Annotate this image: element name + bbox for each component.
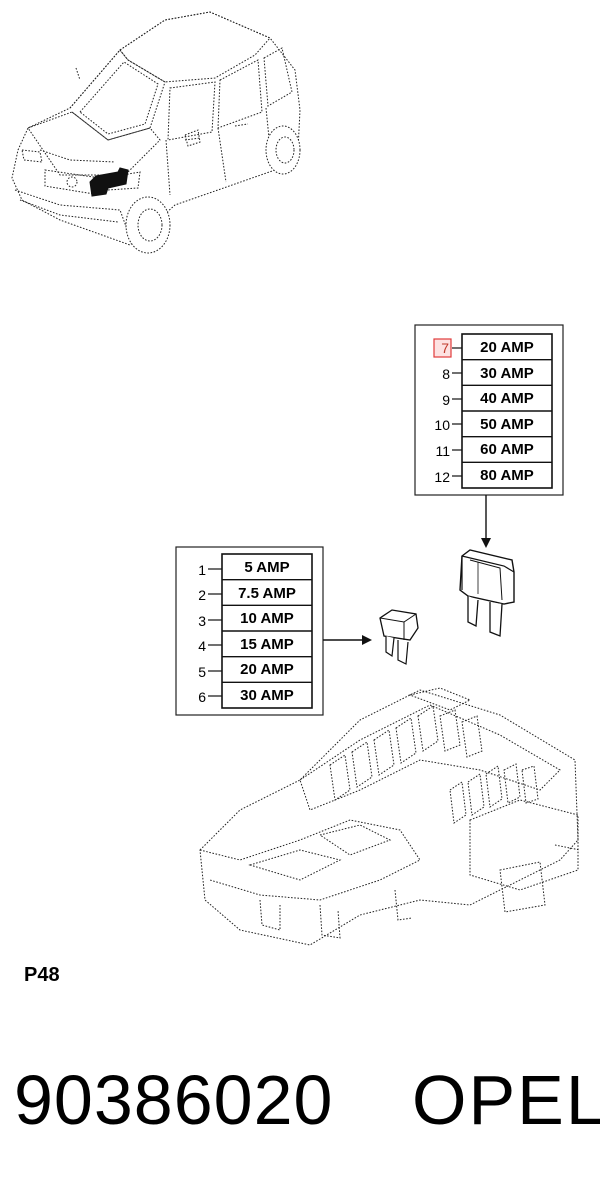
item-number: 1 (198, 562, 206, 578)
item-number: 11 (435, 443, 450, 459)
upper-fuse-table: 7 8 9 10 11 12 20 AMP 30 AMP 40 AMP 50 A… (414, 324, 564, 496)
item-number: 8 (442, 366, 450, 382)
item-number: 10 (434, 417, 450, 433)
fuse-box-location-marker (89, 167, 129, 197)
fuse-rating: 7.5 AMP (238, 585, 296, 602)
item-number: 3 (198, 613, 206, 629)
fuse-rating: 50 AMP (480, 416, 534, 433)
item-number: 7 (441, 340, 449, 356)
fuse-rating: 20 AMP (240, 661, 294, 678)
fuse-rating: 30 AMP (480, 365, 534, 382)
item-number: 6 (198, 689, 206, 705)
part-number: 90386020 (14, 1061, 334, 1139)
item-number: 2 (198, 587, 206, 603)
fuse-rating: 30 AMP (240, 687, 294, 704)
arrow-to-mini-fuse (323, 635, 372, 645)
page-label: P48 (24, 964, 60, 986)
maxi-fuse-icon (459, 549, 515, 637)
item-number: 4 (198, 638, 206, 654)
mini-fuse-icon (379, 609, 419, 665)
fuse-rating: 60 AMP (480, 441, 534, 458)
brand-name: OPEL (412, 1061, 600, 1139)
fuse-rating: 80 AMP (480, 467, 534, 484)
highlight-box-item-7 (433, 338, 452, 358)
fuse-rating: 40 AMP (480, 390, 534, 407)
car-illustration (11, 11, 301, 254)
fuse-box-housing (199, 687, 581, 946)
fuse-rating: 15 AMP (240, 636, 294, 653)
item-number: 12 (434, 469, 450, 485)
lower-fuse-table: 1 2 3 4 5 6 5 AMP 7.5 AMP 10 AMP 15 AMP … (175, 546, 324, 716)
arrow-to-maxi-fuse (481, 495, 491, 548)
fuse-rating: 10 AMP (240, 610, 294, 627)
fuse-rating: 5 AMP (244, 559, 289, 576)
item-number: 5 (198, 664, 206, 680)
item-number: 9 (442, 392, 450, 408)
fuse-rating: 20 AMP (480, 339, 534, 356)
